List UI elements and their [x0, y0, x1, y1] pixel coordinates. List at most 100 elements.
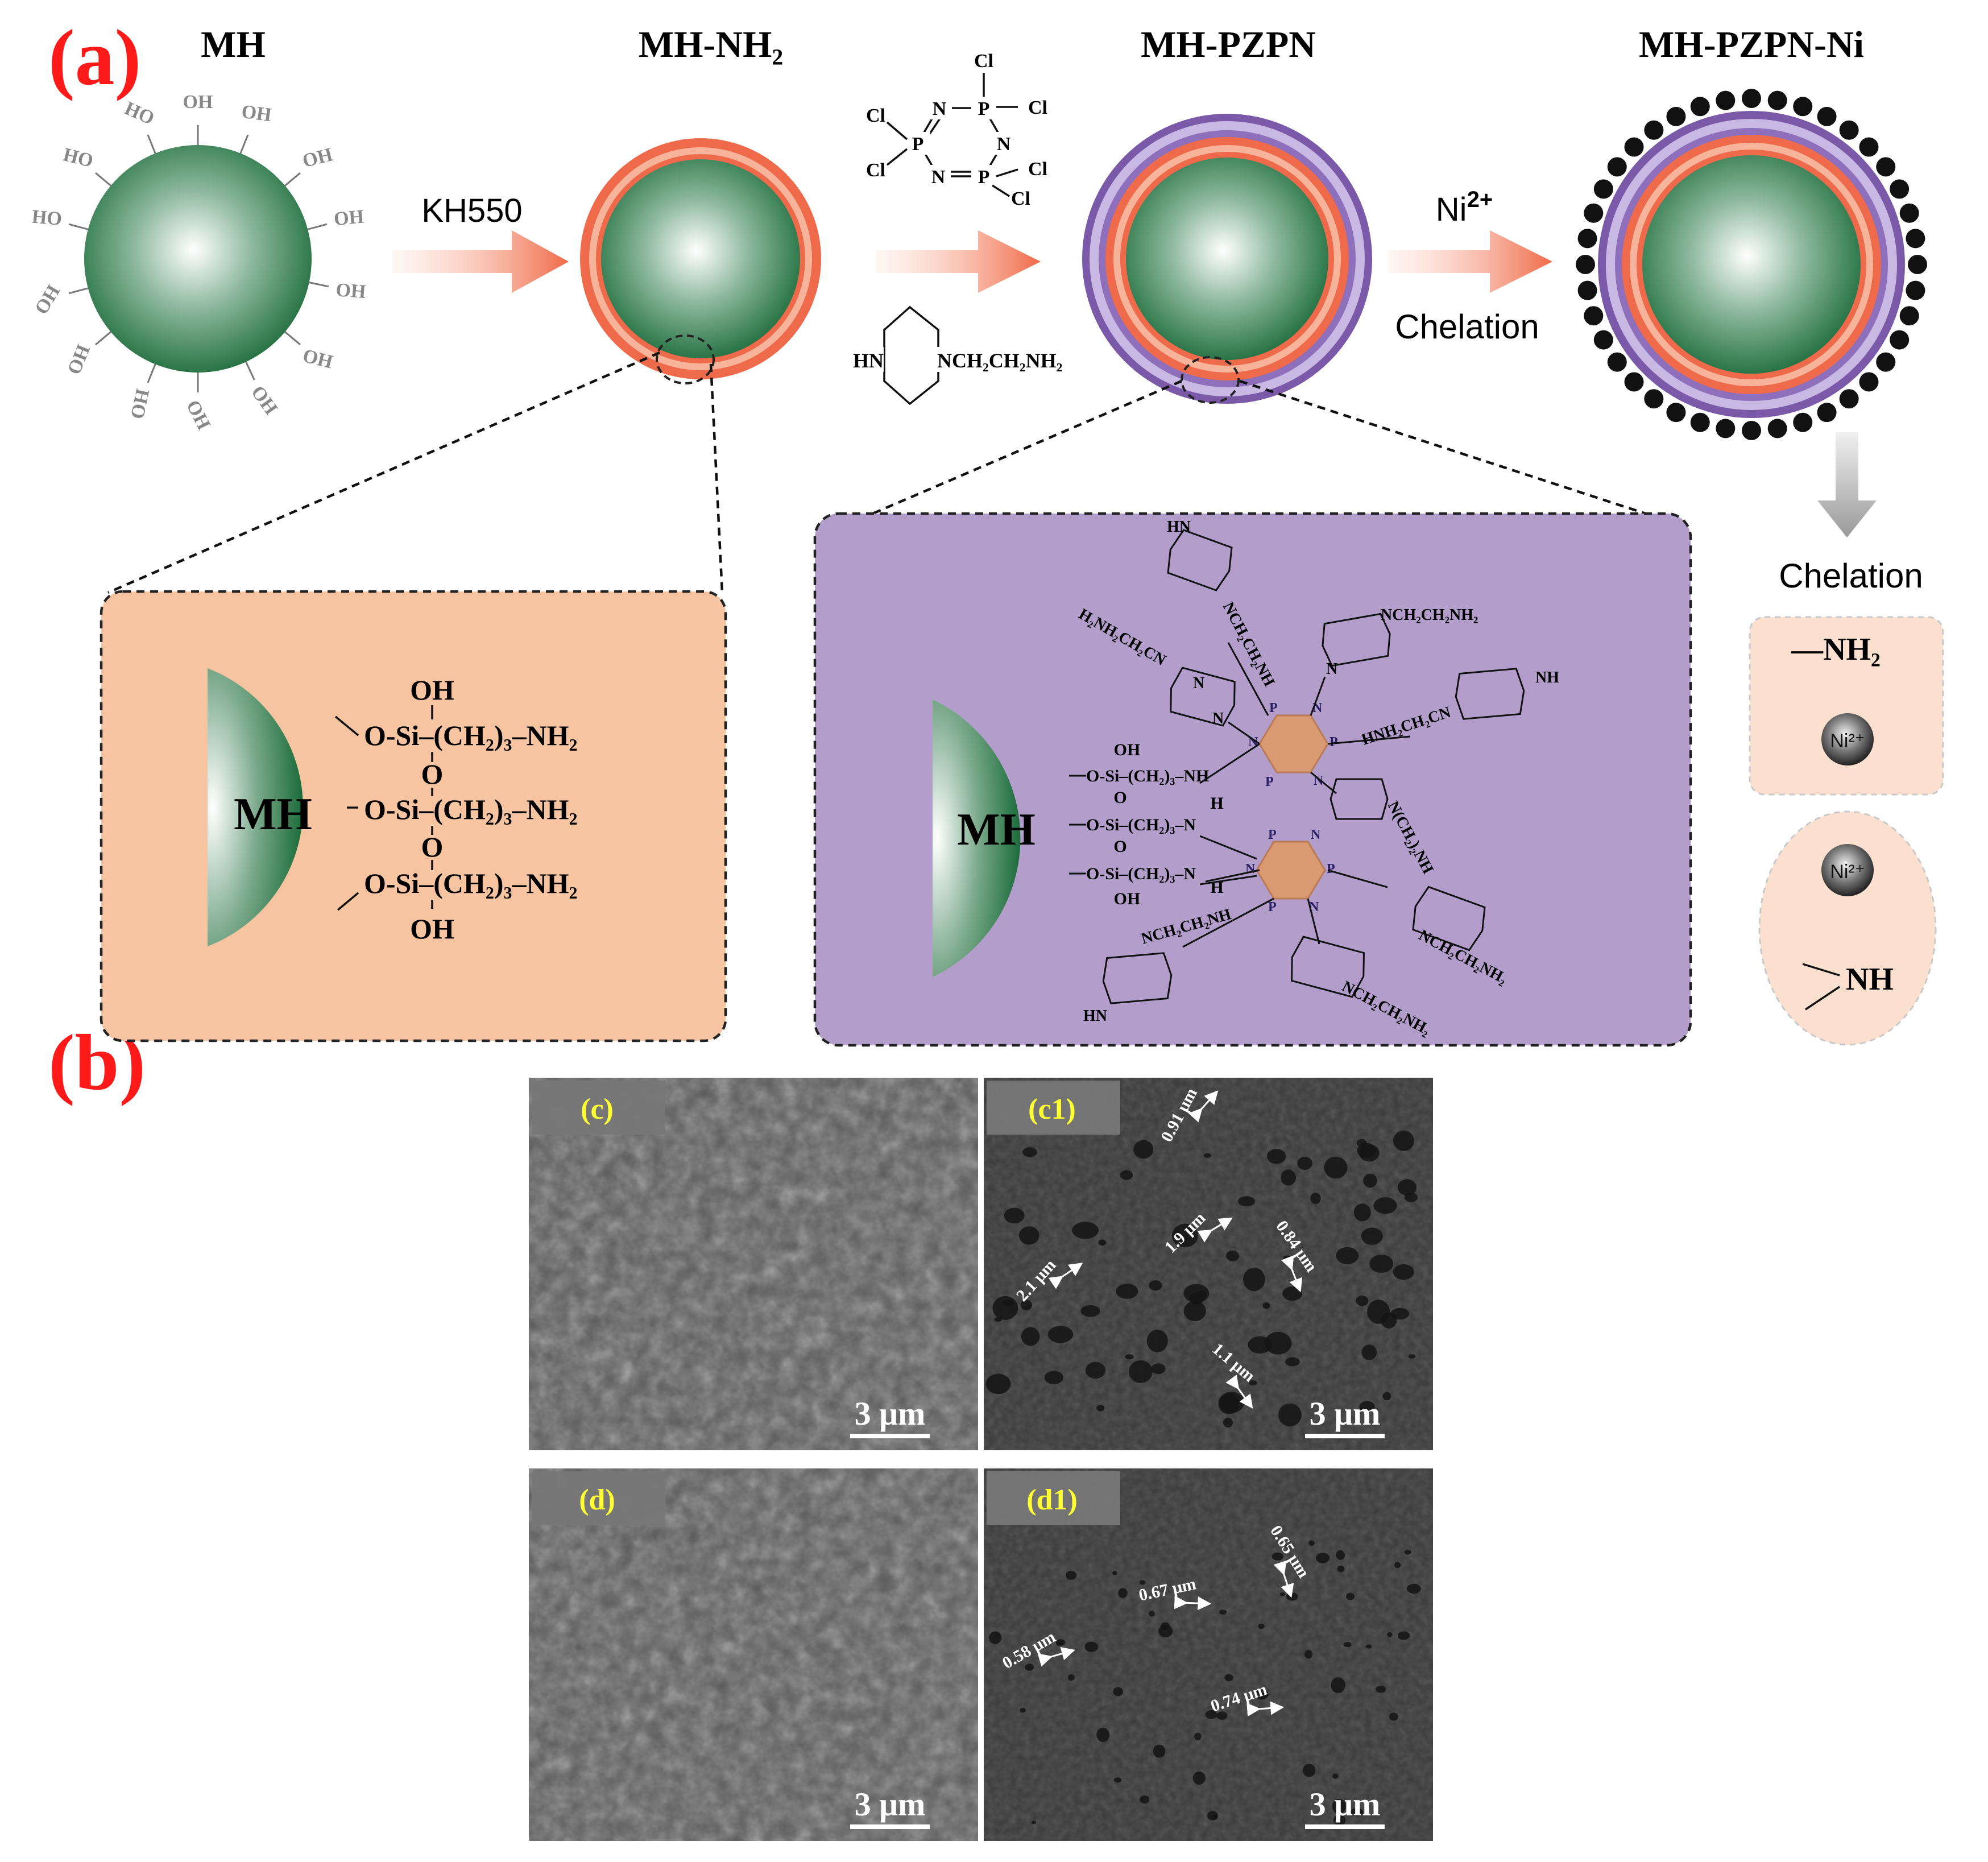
- pore: [1361, 1227, 1383, 1245]
- sem-panel-label: (d): [579, 1484, 615, 1516]
- svg-text:P: P: [1268, 827, 1277, 842]
- pore: [1149, 1611, 1155, 1617]
- ni-dot: [1577, 229, 1597, 249]
- pore: [1331, 1677, 1345, 1693]
- hydroxyl-label: OH: [247, 382, 281, 419]
- pore: [1297, 1156, 1313, 1170]
- pore: [1120, 1170, 1133, 1180]
- box-aminosilane: MH OH O-Si–(CH₂)₃–NH₂ O O-Si–(CH₂)₃–NH₂ …: [100, 590, 727, 1042]
- pore: [1224, 1674, 1233, 1681]
- svg-text:O: O: [1113, 837, 1126, 856]
- pore: [1225, 1250, 1240, 1261]
- pore: [1408, 1354, 1416, 1359]
- pore: [1258, 1624, 1265, 1629]
- pore: [1098, 1239, 1107, 1246]
- hydroxyl-label: OH: [333, 206, 365, 230]
- svg-text:O-Si–(CH₂)₃–N: O-Si–(CH₂)₃–N: [1086, 864, 1196, 883]
- piperazine-ring: [1412, 886, 1486, 951]
- hccp-structure: N P N P N P Cl Cl Cl Cl Cl Cl: [866, 51, 1047, 209]
- title-mh-pzpn: MH-PZPN: [1141, 24, 1316, 65]
- mh-nh2-sphere: [580, 138, 821, 384]
- pore: [1084, 1641, 1099, 1652]
- pore-size-arrow: [1037, 1647, 1075, 1667]
- pore: [1382, 1392, 1391, 1401]
- svg-text:Cl: Cl: [974, 51, 993, 72]
- mh-sphere: [84, 145, 312, 373]
- piperazine-ring: [1167, 529, 1233, 591]
- pore: [1281, 1169, 1297, 1186]
- pore: [1080, 1305, 1100, 1317]
- svg-text:P: P: [1265, 775, 1274, 789]
- pore: [1373, 1197, 1397, 1214]
- pore: [1020, 1300, 1032, 1310]
- mh-pzpn-ni-sphere: [1576, 89, 1927, 440]
- svg-text:P: P: [1327, 862, 1335, 876]
- pore: [1113, 1777, 1122, 1783]
- hydroxyl-label: HO: [63, 341, 94, 377]
- svg-text:NH: NH: [1535, 669, 1559, 686]
- pore: [1056, 1641, 1063, 1646]
- svg-text:N: N: [997, 134, 1011, 155]
- bond: [1199, 743, 1260, 784]
- pore: [1018, 1226, 1039, 1245]
- pore: [1140, 1795, 1150, 1804]
- ni-dot: [1793, 412, 1813, 432]
- ni-dot: [1593, 330, 1613, 350]
- pore: [1389, 1712, 1398, 1721]
- pore: [1285, 1357, 1300, 1367]
- pore: [1044, 1371, 1064, 1384]
- zoom-lines: [107, 351, 1650, 594]
- box1-core-label: MH: [234, 789, 312, 839]
- piperazine-ring: [1291, 936, 1365, 998]
- svg-text:N: N: [931, 167, 946, 188]
- pore: [1118, 1588, 1128, 1598]
- arrow-hccp: [876, 230, 1041, 293]
- chelation-label-2: Chelation: [1779, 557, 1923, 595]
- scale-bar-label: 3 μm: [855, 1395, 926, 1432]
- piperazine-structure: HN NCH₂CH₂NH₂: [853, 305, 1062, 405]
- panel-label-a: (a): [48, 14, 141, 102]
- pore-size-arrow: [1197, 1217, 1233, 1243]
- ni-ion-1: [1821, 713, 1874, 766]
- pore: [1066, 1571, 1077, 1580]
- bond: [1327, 735, 1411, 745]
- pore: [1067, 1674, 1075, 1681]
- ni-dot: [1576, 255, 1595, 274]
- svg-text:Cl: Cl: [1028, 159, 1047, 180]
- title-mh-pzpn-ni: MH-PZPN-Ni: [1639, 24, 1864, 65]
- scale-bar-label: 3 μm: [1310, 1786, 1381, 1823]
- pore-size-arrow: [1174, 1595, 1212, 1611]
- sem-panel-label: (c): [581, 1093, 614, 1126]
- pore: [1404, 1550, 1411, 1555]
- ni-dot: [1767, 419, 1787, 438]
- ni-dot: [1690, 412, 1710, 432]
- piperazine-ring: [1322, 613, 1391, 667]
- pore: [1393, 1264, 1414, 1280]
- sem-panel-label: (c1): [1028, 1093, 1076, 1126]
- hydroxyl-label: OH: [182, 397, 214, 433]
- svg-text:O-Si–(CH₂)₃–NH₂: O-Si–(CH₂)₃–NH₂: [364, 719, 578, 751]
- svg-text:P: P: [1269, 701, 1278, 715]
- ni-dot: [1666, 403, 1686, 423]
- ni-dot: [1906, 229, 1925, 249]
- pore: [1262, 1302, 1270, 1309]
- title-mh-nh2: MH-NH₂: [639, 24, 783, 65]
- pore: [1266, 1148, 1286, 1164]
- pore: [1302, 1764, 1316, 1777]
- svg-text:N: N: [1326, 660, 1337, 678]
- bond: [1199, 875, 1257, 886]
- pore: [1324, 1156, 1348, 1179]
- svg-text:N: N: [933, 98, 947, 119]
- pore: [1373, 1810, 1379, 1816]
- ni-dot: [1690, 97, 1710, 117]
- scale-bar-label: 3 μm: [855, 1786, 926, 1823]
- bond: [1227, 642, 1269, 716]
- pore-size-arrow: [1188, 1090, 1219, 1123]
- pore: [1353, 1203, 1371, 1222]
- hydroxyl-label: HO: [122, 98, 158, 129]
- pore: [1365, 1644, 1372, 1649]
- pore: [1133, 1140, 1154, 1159]
- svg-text:P: P: [1330, 735, 1338, 750]
